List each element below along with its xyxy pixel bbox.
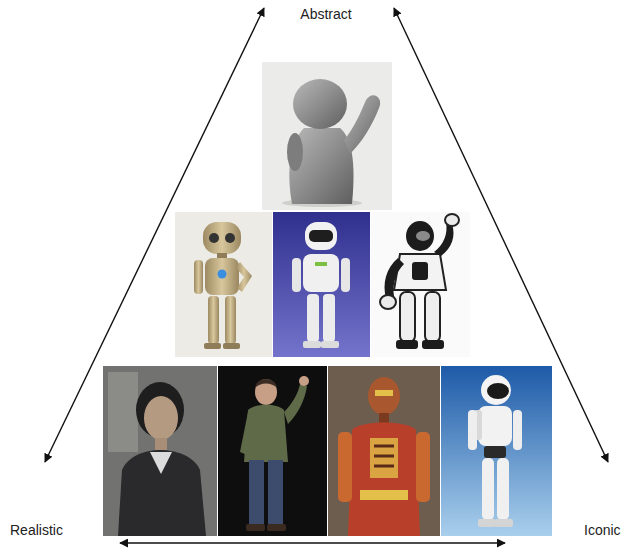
mechanical-robot-photo [328, 366, 440, 536]
white-robot-photo [273, 212, 370, 357]
axis-arrows [45, 8, 608, 543]
abstract-robot-photo [262, 62, 392, 210]
human-photo [218, 366, 327, 536]
axis-label: Abstract [300, 6, 351, 22]
android-photo [103, 366, 217, 536]
axis-label: Realistic [10, 522, 63, 538]
gold-robot-photo [175, 212, 272, 357]
humanoid-robot-photo [441, 366, 552, 536]
toy-robot-photo [371, 212, 470, 357]
axis-arrow [120, 542, 505, 543]
axis-label: Iconic [584, 522, 621, 538]
